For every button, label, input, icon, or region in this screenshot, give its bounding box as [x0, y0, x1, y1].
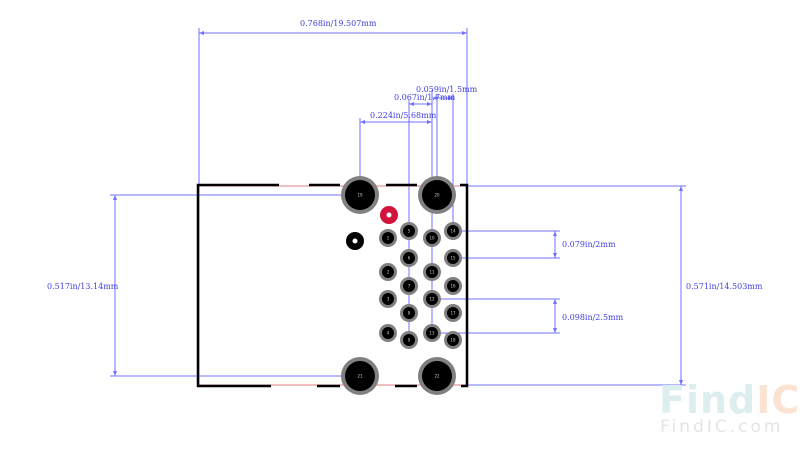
- dim-text-1p5: 0.059in/1.5mm: [416, 85, 478, 94]
- signal-pad-2-label: 2: [387, 270, 390, 275]
- signal-pad-8-label: 8: [408, 311, 411, 316]
- signal-pad-17-label: 17: [450, 311, 456, 316]
- signal-pad-1-label: 1: [387, 236, 390, 241]
- mount-pad-20: 20: [418, 176, 456, 214]
- signal-pad-5: 5: [400, 222, 418, 240]
- mount-pad-22: 22: [418, 357, 456, 395]
- watermark-logo-find: Find: [659, 378, 757, 422]
- signal-pad-14-label: 14: [450, 229, 456, 234]
- signal-pad-12-hole: [426, 293, 438, 305]
- signal-pad-11-label: 11: [429, 270, 435, 275]
- watermark-logo: FindIC: [659, 378, 800, 422]
- signal-pad-14-hole: [447, 225, 459, 237]
- signal-pad-10: 10: [423, 229, 441, 247]
- signal-pad-9-hole: [403, 334, 415, 346]
- signal-pad-3-label: 3: [387, 297, 390, 302]
- signal-pad-17: 17: [444, 304, 462, 322]
- signal-pad-6-label: 6: [408, 256, 411, 261]
- npth-hole: [346, 232, 364, 250]
- signal-pad-4-hole: [382, 327, 394, 339]
- signal-pad-9: 9: [400, 331, 418, 349]
- mount-pad-21: 21: [341, 357, 379, 395]
- signal-pad-3: 3: [379, 290, 397, 308]
- dim-text-left-height: 0.517in/13.14mm: [47, 282, 119, 291]
- signal-pad-7-hole: [403, 280, 415, 292]
- pin1-marker-hole: [386, 212, 392, 218]
- dim-text-2mm: 0.079in/2mm: [562, 240, 616, 249]
- mount-pad-21-hole: [345, 361, 375, 391]
- pin1-marker: [380, 206, 398, 224]
- signal-pad-7: 7: [400, 277, 418, 295]
- dim-text-right-height: 0.571in/14.503mm: [686, 282, 763, 291]
- signal-pad-5-label: 5: [408, 229, 411, 234]
- mount-pad-21-label: 21: [357, 374, 363, 379]
- mount-pad-19-hole: [345, 180, 375, 210]
- signal-pad-13-hole: [426, 327, 438, 339]
- signal-pad-16: 16: [444, 277, 462, 295]
- watermark-url: FindIC.com: [660, 417, 784, 437]
- courtyard-outline: [198, 185, 468, 386]
- dim-text-1p7: 0.067in/1.7mm: [394, 93, 456, 102]
- signal-pad-4: 4: [379, 324, 397, 342]
- signal-pad-13-label: 13: [429, 331, 435, 336]
- signal-pad-4-label: 4: [387, 331, 390, 336]
- signal-pad-2-hole: [382, 266, 394, 278]
- signal-pad-8: 8: [400, 304, 418, 322]
- signal-pad-15-label: 15: [450, 256, 456, 261]
- signal-pad-5-hole: [403, 225, 415, 237]
- signal-pad-11: 11: [423, 263, 441, 281]
- signal-pad-18-label: 18: [450, 338, 456, 343]
- signal-pad-15-hole: [447, 252, 459, 264]
- dimension-lines: [110, 28, 686, 386]
- signal-pad-11-hole: [426, 266, 438, 278]
- signal-pad-2: 2: [379, 263, 397, 281]
- signal-pad-6: 6: [400, 249, 418, 267]
- mount-pad-22-hole: [422, 361, 452, 391]
- signal-pad-16-label: 16: [450, 284, 456, 289]
- signal-pad-15: 15: [444, 249, 462, 267]
- mount-pad-20-hole: [422, 180, 452, 210]
- signal-pad-10-label: 10: [429, 236, 435, 241]
- watermark-logo-ic: IC: [756, 378, 800, 422]
- signal-pad-12: 12: [423, 290, 441, 308]
- mount-pad-20-label: 20: [434, 193, 440, 198]
- signal-pad-18: 18: [444, 331, 462, 349]
- signal-pad-1: 1: [379, 229, 397, 247]
- signal-pad-16-hole: [447, 280, 459, 292]
- dimension-arrows: [113, 31, 683, 385]
- npth-hole-center: [352, 238, 358, 244]
- mount-pad-22-label: 22: [434, 374, 440, 379]
- mount-pad-19: 19: [341, 176, 379, 214]
- signal-pad-14: 14: [444, 222, 462, 240]
- dim-text-top-width: 0.768in/19.507mm: [300, 19, 377, 28]
- dim-text-2p5mm: 0.098in/2.5mm: [562, 313, 624, 322]
- signal-pad-9-label: 9: [408, 338, 411, 343]
- signal-pad-13: 13: [423, 324, 441, 342]
- signal-pad-3-hole: [382, 293, 394, 305]
- dim-text-5p68: 0.224in/5.68mm: [370, 111, 437, 120]
- signal-pad-12-label: 12: [429, 297, 435, 302]
- signal-pad-8-hole: [403, 307, 415, 319]
- signal-pad-17-hole: [447, 307, 459, 319]
- silkscreen-outline: [196, 183, 469, 388]
- mount-pad-19-label: 19: [357, 193, 363, 198]
- signal-pad-6-hole: [403, 252, 415, 264]
- signal-pad-18-hole: [447, 334, 459, 346]
- signal-pad-1-hole: [382, 232, 394, 244]
- signal-pad-10-hole: [426, 232, 438, 244]
- signal-pad-7-label: 7: [408, 284, 411, 289]
